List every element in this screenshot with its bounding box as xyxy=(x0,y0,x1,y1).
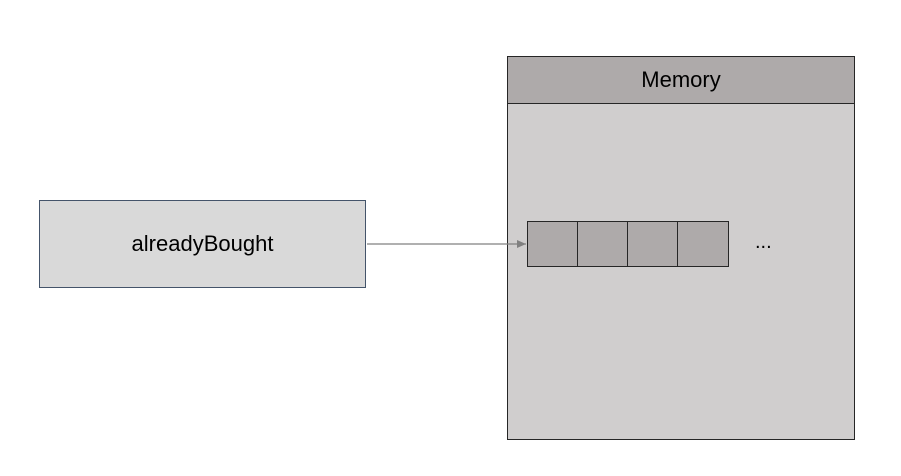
memory-cell xyxy=(628,222,678,266)
memory-ellipsis: ... xyxy=(755,231,772,253)
variable-box-already-bought: alreadyBought xyxy=(39,200,366,288)
memory-cell xyxy=(528,222,578,266)
memory-title: Memory xyxy=(641,67,721,92)
memory-cell xyxy=(678,222,728,266)
memory-cell xyxy=(578,222,628,266)
memory-block: Memory ... xyxy=(507,56,855,440)
variable-label: alreadyBought xyxy=(131,231,274,256)
memory-cell-array xyxy=(527,221,729,267)
memory-header: Memory xyxy=(508,57,854,104)
